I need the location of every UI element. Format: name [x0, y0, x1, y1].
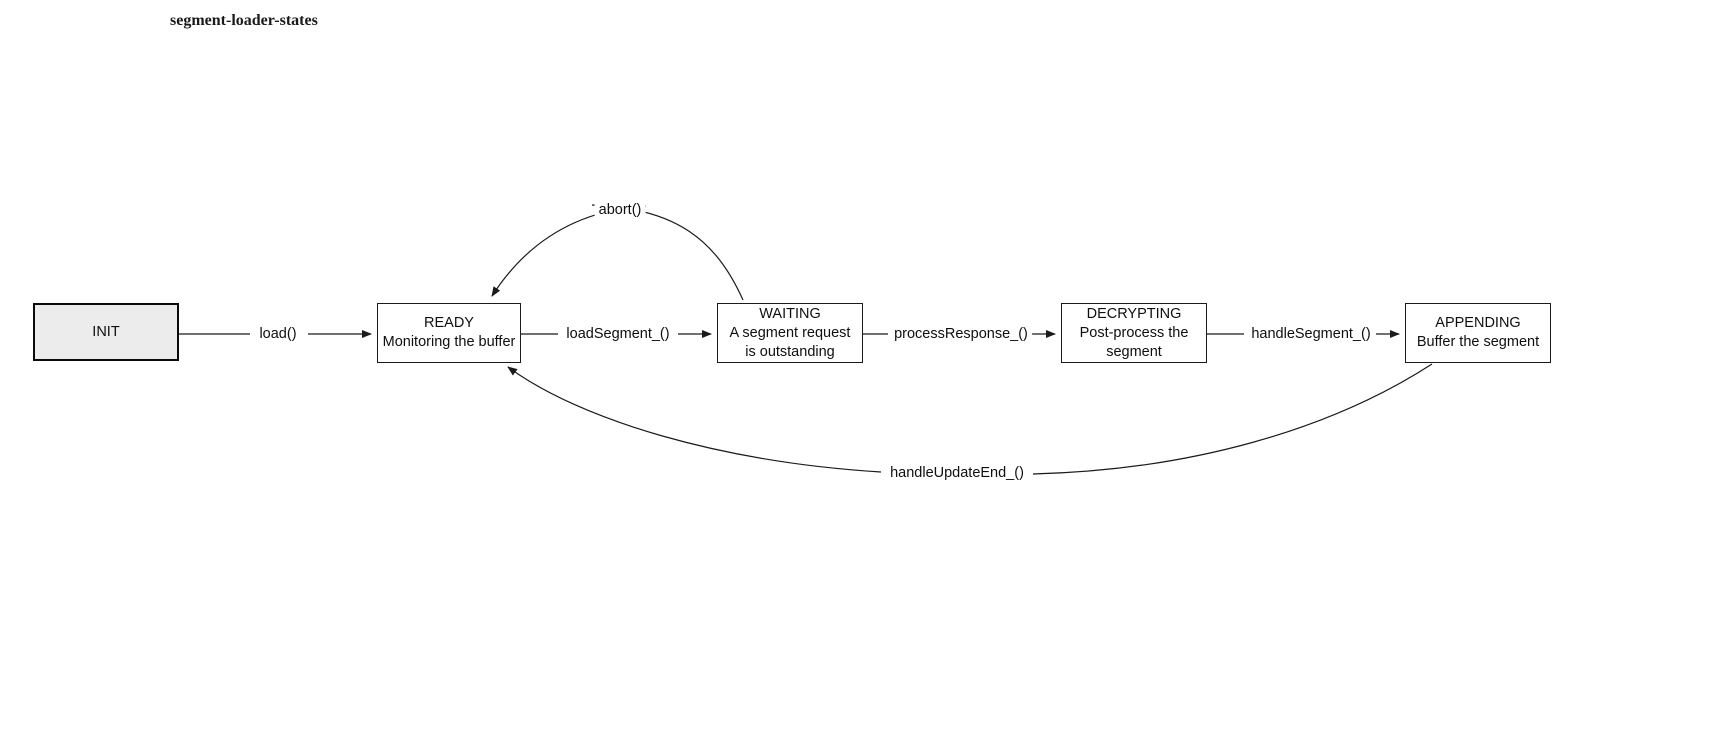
state-node-appending-description: Buffer the segment [1416, 334, 1540, 350]
state-node-appending-title: APPENDING [1435, 315, 1521, 331]
state-node-waiting-description-line1: A segment request [729, 324, 851, 341]
state-node-appending[interactable]: APPENDING Buffer the segment [1405, 303, 1551, 363]
edge-label-load: load() [255, 325, 301, 343]
state-node-decrypting-title: DECRYPTING [1086, 305, 1182, 322]
state-node-waiting-description-line2: is outstanding [745, 343, 835, 360]
page-title: segment-loader-states [170, 12, 318, 29]
state-node-decrypting-description-line1: Post-process the [1079, 324, 1189, 341]
edge-label-handle-update-end: handleUpdateEnd_() [886, 464, 1028, 482]
edge-waiting-to-ready-abort [491, 204, 744, 301]
edge-label-process-response: processResponse_() [890, 325, 1032, 343]
state-node-init[interactable]: INIT [33, 303, 179, 361]
state-node-init-title: INIT [92, 323, 120, 340]
state-node-waiting[interactable]: WAITING A segment request is outstanding [717, 303, 863, 363]
edge-label-load-segment: loadSegment_() [562, 325, 674, 343]
state-node-ready-description: Monitoring the buffer [382, 334, 516, 350]
edge-label-abort: abort() [594, 201, 646, 219]
state-node-decrypting[interactable]: DECRYPTING Post-process the segment [1061, 303, 1207, 363]
state-node-ready[interactable]: READY Monitoring the buffer [377, 303, 521, 363]
state-node-waiting-title: WAITING [759, 305, 821, 322]
edge-label-handle-segment: handleSegment_() [1247, 325, 1375, 343]
state-node-decrypting-description-line2: segment [1106, 343, 1162, 360]
edge-appending-to-ready-handleupdateend [507, 363, 1433, 475]
state-node-ready-title: READY [424, 315, 474, 331]
